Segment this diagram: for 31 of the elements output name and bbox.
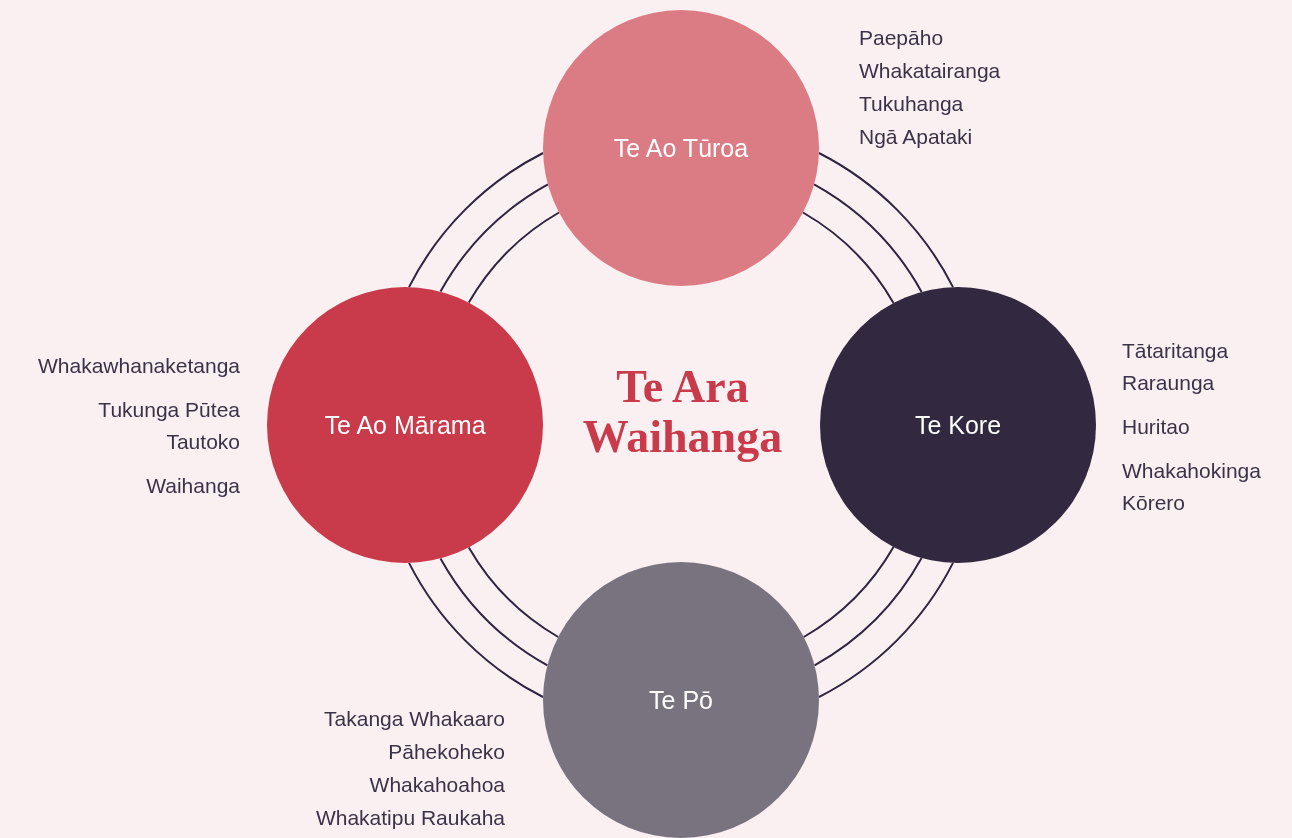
connector-arc (818, 561, 954, 698)
node-label: Te Ao Tūroa (613, 133, 749, 163)
connector-arc (802, 546, 895, 638)
node-label: Te Pō (649, 685, 713, 715)
list-item: Whakahoahoa (369, 772, 505, 798)
list-item: Ngā Apataki (859, 124, 973, 150)
list-item: Paepāho (859, 25, 944, 51)
title: Te Ara Waihanga (581, 362, 784, 462)
connector-arc (439, 557, 549, 667)
list-item: Pāhekoheko (388, 739, 505, 765)
list-item: Takanga Whakaaro (324, 706, 505, 732)
connector-arc (467, 546, 560, 638)
list-item: Tātaritanga Raraunga (1122, 338, 1230, 396)
node-label: Te Kore (914, 410, 1002, 440)
list-item: Tukunga Pūtea Tautoko (97, 397, 240, 455)
connector-arc (802, 211, 895, 304)
list-item: Whakatipu Raukaha (315, 805, 505, 831)
node-label: Te Ao Mārama (324, 410, 486, 440)
list-item: Huritao (1122, 414, 1190, 440)
connector-arc (813, 557, 923, 667)
list-item: Whakatairanga (859, 58, 1001, 84)
list-item: Whakahokinga Kōrero (1122, 458, 1262, 516)
connector-arc (408, 152, 545, 289)
list-item: Tukuhanga (859, 91, 964, 117)
connector-arc (439, 183, 549, 293)
connector-arc (813, 183, 923, 293)
list-item: Whakawhanaketanga (38, 353, 240, 379)
connector-arc (408, 561, 544, 698)
connector-arc (467, 211, 560, 304)
connector-arc (817, 152, 954, 289)
list-item: Waihanga (146, 473, 240, 499)
